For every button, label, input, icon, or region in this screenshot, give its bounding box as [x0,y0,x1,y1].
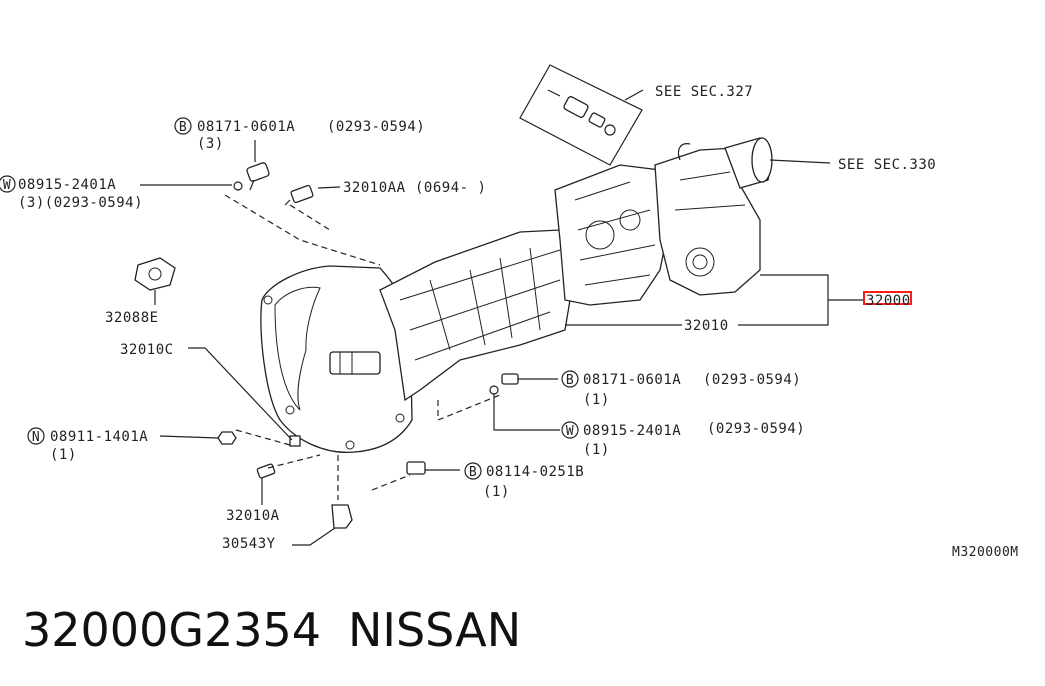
diagram-code: M320000M [952,545,1019,560]
label-b-top-qty: (3) [197,136,224,152]
label-n-code: 08911-1401A [50,429,148,445]
label-b-low-qty: (1) [483,484,510,500]
label-b-mid-range: (0293-0594) [703,372,801,388]
w-top-prefix: W [3,178,11,193]
callout-labels: SEE SEC.327 SEE SEC.330 B 08171-0601A (0… [0,84,1019,560]
leader-lines [140,89,864,546]
b-top-prefix: B [179,120,187,135]
w-mid-prefix: W [566,424,574,439]
label-32088e: 32088E [105,310,159,326]
label-32000: 32000 [866,293,911,309]
label-30543y: 30543Y [222,536,276,552]
label-w-top-code: 08915-2401A [18,177,116,193]
label-see-sec-330: SEE SEC.330 [838,157,936,173]
label-see-sec-327: SEE SEC.327 [655,84,753,100]
label-32010aa-code: 32010AA [343,180,406,196]
label-32010a: 32010A [226,508,280,524]
b-mid-circle-icon [561,370,579,388]
n-prefix: N [32,430,40,445]
w-mid-circle-icon [561,421,579,439]
n-circle-icon [27,427,45,445]
label-b-top-code: 08171-0601A [197,119,295,135]
highlight-box [863,291,912,305]
label-32010aa-range: (0694- ) [415,180,486,196]
label-32010: 32010 [684,318,729,334]
label-b-mid-code: 08171-0601A [583,372,681,388]
label-b-top-range: (0293-0594) [327,119,425,135]
b-low-circle-icon [464,462,482,480]
transmission-assembly-illustration [260,137,773,454]
part-number-title: 32000G2354 [22,603,321,657]
label-32010c: 32010C [120,342,174,358]
label-w-top-qty: (3)(0293-0594) [18,195,143,211]
label-n-qty: (1) [50,447,77,463]
b-circle-icon [174,117,192,135]
b-mid-prefix: B [566,373,574,388]
brand-title: NISSAN [348,603,521,657]
speedometer-pinion-illustration [519,64,643,166]
label-w-mid-range: (0293-0594) [707,421,805,437]
label-w-mid-qty: (1) [583,442,610,458]
b-low-prefix: B [469,465,477,480]
label-w-mid-code: 08915-2401A [583,423,681,439]
w-circle-icon [0,175,16,193]
label-b-low-code: 08114-0251B [486,464,584,480]
label-b-mid-qty: (1) [583,392,610,408]
small-parts-illustrations [134,162,519,529]
